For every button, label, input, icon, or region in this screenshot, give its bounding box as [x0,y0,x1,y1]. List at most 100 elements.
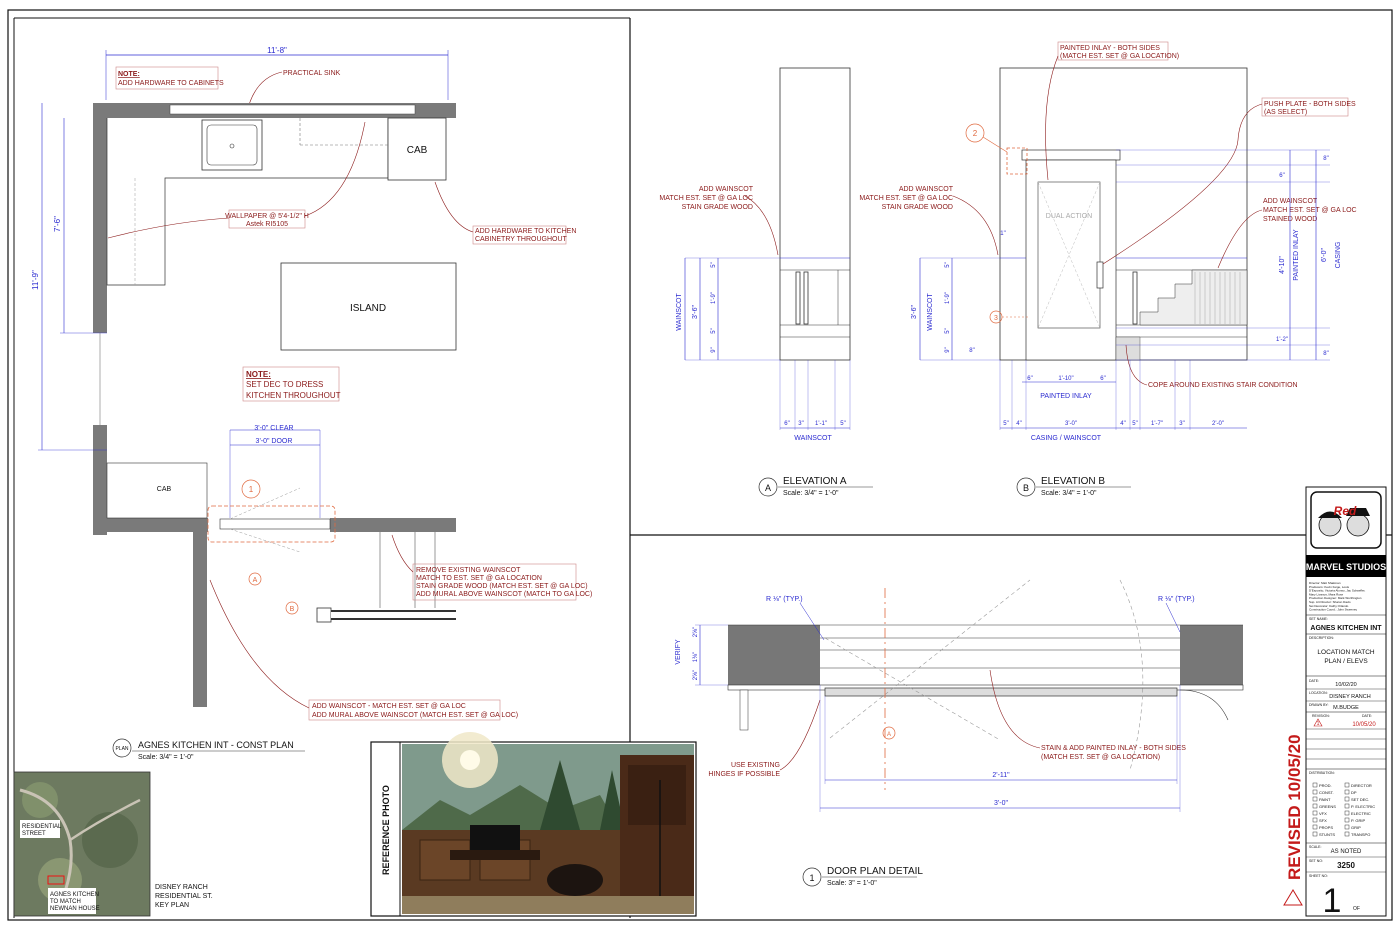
distribution-checkbox[interactable] [1312,831,1318,837]
elev-b-dim-right-3: 4'-10" [1279,256,1286,274]
set-no: 3250 [1337,861,1355,870]
keyplan-caption-line1: DISNEY RANCH [155,884,208,891]
elev-b-right-note-line2: MATCH EST. SET @ GA LOC [1263,207,1357,214]
distribution-checkbox[interactable] [1312,782,1318,788]
elev-a-dim-base: 9" [711,347,717,352]
elev-b-dim-6b: 6" [1100,376,1105,382]
stair-condition [1139,269,1248,326]
door-plan-detail: A R ⅛" (TYP.) R ⅛" (TYP.) VERIFY 2⅝" 1⅜"… [675,579,1244,887]
elev-a-dim-b2: 3" [798,421,803,427]
scale-value: AS NOTED [1331,849,1362,855]
distribution-item: DP [1351,790,1357,795]
distribution-item: SFX [1319,818,1327,823]
distribution-checkbox[interactable] [1312,789,1318,795]
reference-photo: REFERENCE PHOTO [370,732,697,917]
elev-b-tag2: 2 [973,129,978,138]
elev-a-dim-b3: 1'-1" [815,421,827,427]
distribution-checklist: PROD.CONST.PAINTGREENSVFXSFXPROPSSTUNTSD… [1312,782,1375,837]
dim-side-upper-label: 7'-6" [53,216,62,232]
elev-a-scale: Scale: 3/4" = 1'-0" [783,490,839,497]
kitchen-plan: 11'-8" NOTE: ADD HARDWARE TO CABINETS PR… [31,46,592,761]
elev-b-dim-base: 9" [945,347,951,352]
elev-a-dim-mid: 1'-9" [711,292,717,304]
remove-note-line2: MATCH TO EST. SET @ GA LOCATION [416,575,542,582]
elev-b-note-line2: MATCH EST. SET @ GA LOC [859,195,953,202]
distribution-item: TRANSPO [1351,832,1370,837]
elev-b-door [1037,181,1101,329]
distribution-item: PROD. [1319,783,1332,788]
distribution-checkbox[interactable] [1344,789,1350,795]
elev-b-cope: COPE AROUND EXISTING STAIR CONDITION [1148,382,1298,389]
elev-b-inlay-line2: (MATCH EST. SET @ GA LOCATION) [1060,53,1179,60]
island [280,262,457,351]
door-size-label: 3'-0" DOOR [256,438,293,445]
drawn-value: M.BUDGE [1333,705,1359,711]
revision-date-label: DATE: [1362,714,1372,718]
revision-date: 10/05/20 [1352,722,1376,728]
distribution-checkbox[interactable] [1344,810,1350,816]
marker-b-label: B [290,606,295,613]
distribution-checkbox[interactable] [1344,817,1350,823]
distribution-checkbox[interactable] [1344,796,1350,802]
distribution-checkbox[interactable] [1344,824,1350,830]
description-line1: LOCATION MATCH [1317,649,1374,656]
cab-lower-label: CAB [157,486,172,493]
elev-a-note-line3: STAIN GRADE WOOD [682,204,753,211]
remove-note-line1: REMOVE EXISTING WAINSCOT [416,567,521,574]
distribution-checkbox[interactable] [1344,831,1350,837]
door-tag: 1 [809,873,814,883]
elev-b-title: ELEVATION B [1041,476,1105,487]
elev-a-dim-lower: 5" [711,328,717,333]
elev-a-note-line1: ADD WAINSCOT [699,186,754,193]
door-wall-left [728,625,820,685]
distribution-checkbox[interactable] [1312,824,1318,830]
key-plan: RESIDENTIAL STREET AGNES KITCHEN TO MATC… [13,771,213,917]
wallpaper-note-line2: Astek RI5105 [246,221,288,228]
cab-lower [106,462,208,519]
door-callout [207,505,336,543]
elev-a-bottom-label: WAINSCOT [794,435,832,442]
cab-label: CAB [407,145,428,156]
distribution-checkbox[interactable] [1344,782,1350,788]
elev-b-dual-action: DUAL ACTION [1046,213,1092,220]
credit-line: Construction Coord.: John Sweeney [1309,608,1358,612]
elev-b-dim-base2: 8" [969,348,974,354]
elev-b-right-note-line1: ADD WAINSCOT [1263,198,1318,205]
keyplan-caption-line2: RESIDENTIAL ST. [155,893,213,900]
revised-stamp: REVISED 10/05/20 [1285,734,1304,880]
distribution-checkbox[interactable] [1344,803,1350,809]
distribution-checkbox[interactable] [1312,803,1318,809]
elev-b-scale: Scale: 3/4" = 1'-0" [1041,490,1097,497]
title-block: Red MARVEL STUDIOS Director: Matt Shakma… [1283,486,1387,920]
elevation-a: ADD WAINSCOT MATCH EST. SET @ GA LOC STA… [659,67,873,497]
elev-b-painted-inlay-vertical: PAINTED INLAY [1293,229,1300,281]
description-label: DESCRIPTION: [1309,636,1334,640]
plan-note2-title: NOTE: [246,370,271,379]
credit-line: Set Decorator: Kathy Orlando [1309,604,1349,608]
distribution-checkbox[interactable] [1312,817,1318,823]
elev-b-dim-b3: 3'-0" [1065,421,1077,427]
elev-b-push-line1: PUSH PLATE - BOTH SIDES [1264,101,1356,108]
distribution-item: CONST. [1319,790,1334,795]
keyplan-target-line1: AGNES KITCHEN [50,892,99,898]
reference-photo-label: REFERENCE PHOTO [381,785,391,875]
elev-b-dim-inlay: 1'-10" [1058,376,1073,382]
plan-tag: PLAN [115,746,128,752]
hardware-note-line2: CABINETRY THROUGHOUT [475,236,568,243]
door-title: DOOR PLAN DETAIL [827,866,923,877]
sheet-border [7,9,1393,921]
door-verify: VERIFY [675,639,682,665]
door-dim-outer: 3'-0" [994,800,1008,807]
elev-b-painted-inlay-bottom: PAINTED INLAY [1040,393,1092,400]
add-wainscot-line1: ADD WAINSCOT - MATCH EST. SET @ GA LOC [312,703,466,710]
door-clear-label: 3'-0" CLEAR [254,425,293,432]
distribution-checkbox[interactable] [1312,796,1318,802]
distribution-checkbox[interactable] [1312,810,1318,816]
remove-note-line3: STAIN GRADE WOOD (MATCH EST. SET @ GA LO… [416,583,588,590]
door-stain-line1: STAIN & ADD PAINTED INLAY - BOTH SIDES [1041,745,1186,752]
keyplan-street-line1: RESIDENTIAL [22,824,62,830]
door-dim-inner: 2'-11" [992,772,1010,779]
location-value: DISNEY RANCH [1329,694,1370,700]
